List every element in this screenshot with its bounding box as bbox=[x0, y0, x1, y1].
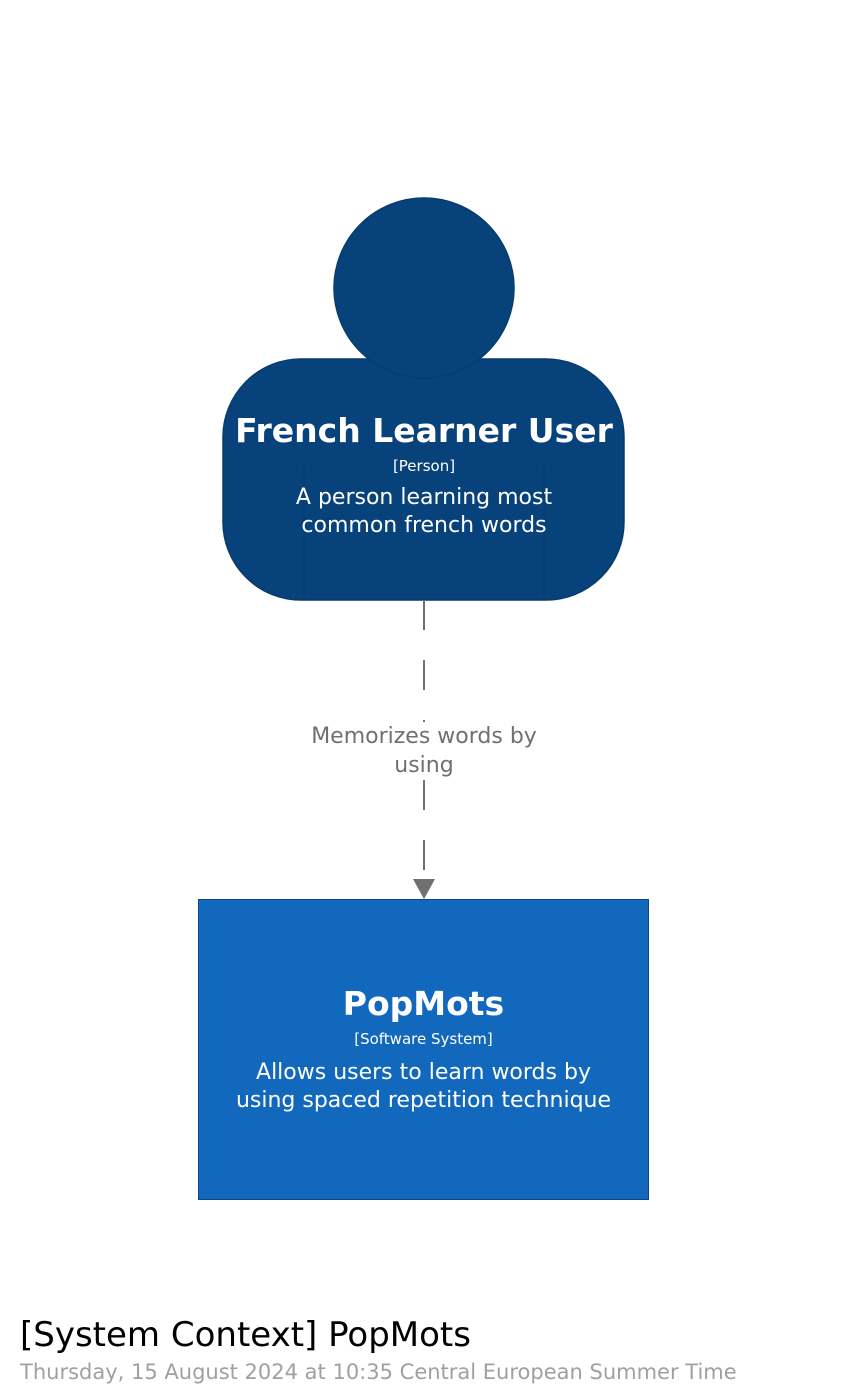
software-system-description: Allows users to learn words by using spa… bbox=[235, 1060, 612, 1113]
diagram-date: Thursday, 15 August 2024 at 10:35 Centra… bbox=[20, 1360, 737, 1384]
person-type: [Person] bbox=[392, 457, 456, 475]
diagram-title: [System Context] PopMots bbox=[20, 1315, 471, 1355]
software-system-type: [Software System] bbox=[354, 1030, 493, 1048]
person-description: A person learning most common french wor… bbox=[295, 485, 553, 538]
software-system-box[interactable]: PopMots [Software System] Allows users t… bbox=[198, 899, 649, 1200]
person-name: French Learner User bbox=[235, 411, 613, 450]
software-system-name: PopMots bbox=[342, 984, 505, 1023]
relationship-arrowhead bbox=[413, 879, 435, 899]
person-head[interactable] bbox=[333, 197, 515, 379]
person-label-group: French Learner User [Person] A person le… bbox=[224, 410, 624, 540]
relationship-label: Memorizes words by using bbox=[294, 722, 554, 780]
